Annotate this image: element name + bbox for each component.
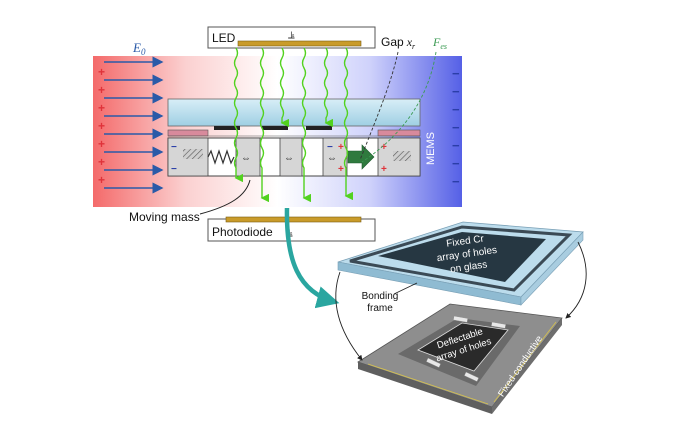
svg-text:+: + — [98, 137, 105, 151]
led-electrode — [237, 40, 362, 47]
edge-trace — [493, 321, 557, 403]
svg-text:⇔: ⇔ — [241, 153, 251, 164]
svg-text:−: − — [452, 102, 460, 117]
svg-text:−: − — [452, 120, 460, 135]
hatched-anchor-right-icon — [393, 151, 411, 161]
mass-springs — [426, 315, 507, 382]
svg-text:−: − — [452, 156, 460, 171]
negative-charges-right: − − − − − − − — [452, 66, 460, 189]
chip-edge-side — [492, 318, 562, 414]
svg-text:+: + — [98, 155, 105, 169]
svg-text:frame: frame — [367, 303, 393, 314]
displacement-arrows: ⇔ ⇔ ⇔ — [241, 153, 337, 164]
svg-text:+: + — [98, 173, 105, 187]
chip-edge-front — [358, 362, 492, 414]
bonding-pointer — [393, 282, 418, 295]
teal-connector-arrow — [284, 207, 340, 309]
light-rays — [233, 47, 353, 203]
plus-charge: + — [338, 164, 344, 175]
edge-trace — [367, 363, 489, 405]
svg-text:−: − — [452, 66, 460, 81]
led-symbol-icon: ⫡ — [288, 30, 295, 41]
minus-charge: − — [327, 142, 333, 153]
svg-text:Bonding: Bonding — [362, 291, 399, 302]
spring-icon — [207, 149, 235, 165]
svg-text:Fixed Cr: Fixed Cr — [446, 233, 486, 249]
svg-text:+: + — [98, 119, 105, 133]
mems-label: MEMS — [425, 132, 437, 165]
plus-charge: + — [338, 142, 344, 153]
bonding-layer-right — [377, 129, 421, 137]
moving-mass — [235, 137, 348, 177]
moving-mass-pointer — [199, 179, 251, 215]
photodiode-label: Photodiode — [212, 225, 273, 239]
minus-charge: − — [171, 142, 177, 153]
bonding-frame-label: Bonding frame — [362, 291, 399, 314]
moving-mass-label: Moving mass — [129, 210, 200, 224]
led-label: LED — [212, 31, 236, 45]
svg-text:on glass: on glass — [450, 259, 488, 275]
glass-plate — [167, 98, 421, 127]
plus-charge: + — [381, 164, 387, 175]
photodiode-electrode — [225, 216, 362, 223]
positive-charges-left: + + + + + + + — [98, 65, 105, 187]
field-label: E0 — [132, 40, 146, 57]
cr-array-region — [378, 232, 546, 282]
hatched-anchor-left-icon — [183, 149, 203, 159]
svg-text:+: + — [98, 101, 105, 115]
force-pointer-line — [361, 51, 437, 163]
svg-text:+: + — [98, 65, 105, 79]
svg-text:−: − — [452, 84, 460, 99]
alignment-curve-right — [565, 241, 587, 319]
gap-pointer-line — [359, 51, 399, 161]
top-plate-label: Fixed Cr array of holes on glass — [436, 233, 498, 275]
svg-text:−: − — [452, 138, 460, 153]
cr-frame — [349, 225, 573, 292]
svg-text:−: − — [452, 174, 460, 189]
bonding-layer-left — [167, 129, 209, 137]
force-label: Fes — [432, 35, 447, 51]
alignment-curve-left — [335, 271, 363, 361]
plus-charge: + — [381, 142, 387, 153]
cr-holes-pattern — [214, 126, 332, 130]
svg-text:+: + — [98, 83, 105, 97]
glass-plate-side — [520, 231, 584, 306]
deflectable-mass — [417, 322, 509, 372]
svg-text:⇔: ⇔ — [284, 153, 294, 164]
svg-text:⇔: ⇔ — [327, 153, 337, 164]
field-arrows — [104, 56, 164, 194]
minus-charge: − — [171, 164, 177, 175]
